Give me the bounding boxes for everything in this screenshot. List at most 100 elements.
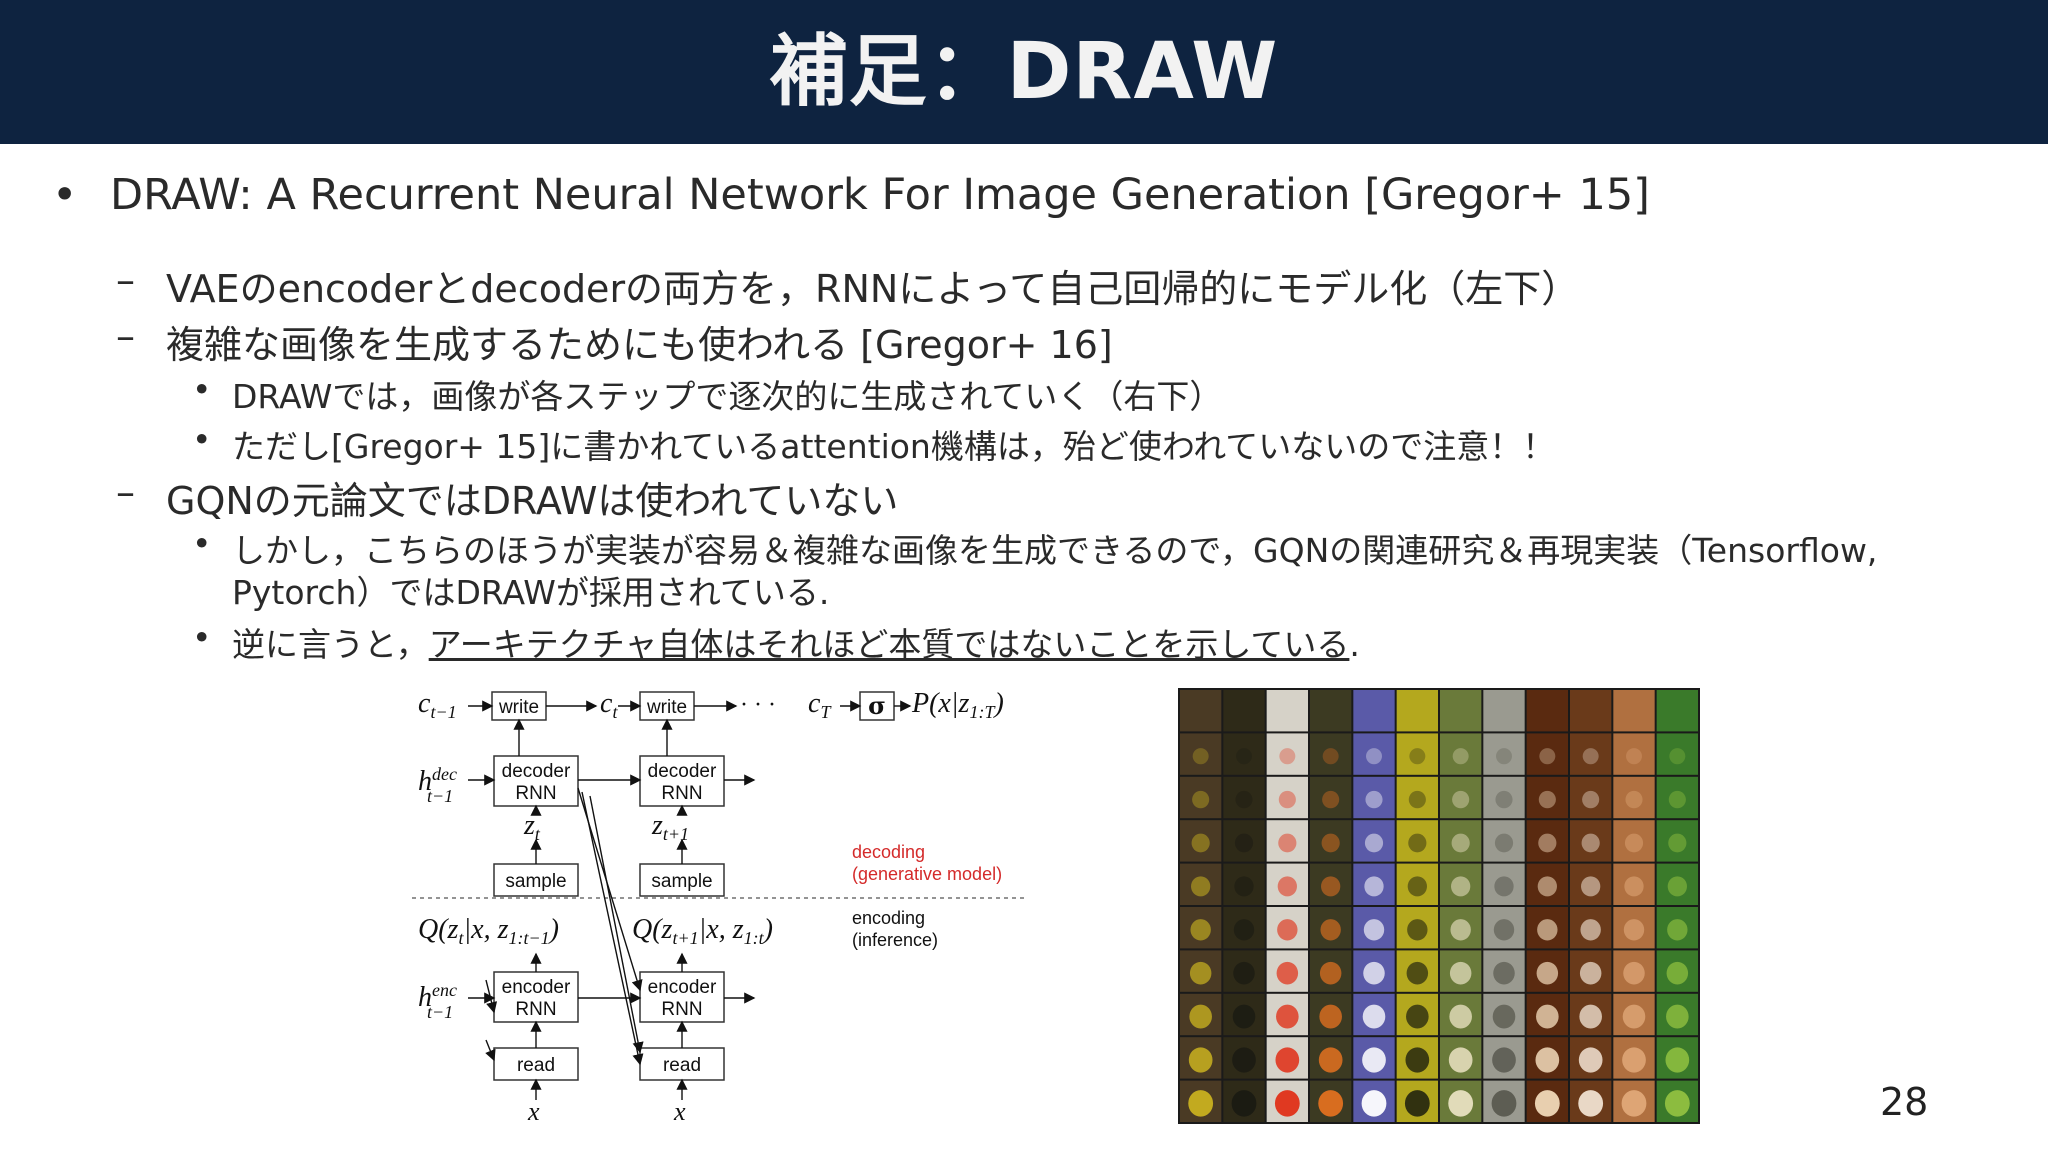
- grid-cell: [1353, 733, 1395, 775]
- sample-box-1: sample: [505, 871, 566, 892]
- grid-cell: [1223, 820, 1265, 862]
- decoder-label-2: decoder: [648, 761, 717, 782]
- grid-cell-object: [1491, 1090, 1517, 1117]
- grid-cell-object: [1362, 1004, 1386, 1029]
- x-input-label-1: x: [527, 1097, 540, 1126]
- grid-cell-object: [1624, 833, 1644, 853]
- grid-cell-object: [1274, 1090, 1300, 1117]
- bullet-text: DRAW: A Recurrent Neural Network For Ima…: [110, 170, 1650, 220]
- grid-cell-object: [1448, 1047, 1473, 1073]
- grid-cell-object: [1366, 748, 1382, 765]
- bullet-text: 逆に言うと，アーキテクチャ自体はそれほど本質ではないことを示している.: [232, 618, 1360, 666]
- grid-cell-object: [1578, 1090, 1604, 1117]
- grid-cell-object: [1667, 919, 1688, 941]
- decoder-rnn-1: RNN: [515, 783, 556, 804]
- grid-cell-object: [1318, 1047, 1343, 1073]
- c-prev-label: ct−1: [418, 688, 457, 722]
- grid-cell-object: [1450, 919, 1471, 941]
- sigma-box: σ: [868, 691, 886, 720]
- grid-cell-object: [1579, 1004, 1602, 1029]
- underlined-text: アーキテクチャ自体はそれほど本質ではないことを示している: [428, 625, 1350, 664]
- grid-cell-object: [1449, 1004, 1472, 1029]
- slide-title: 補足：DRAW: [769, 27, 1279, 117]
- grid-cell-object: [1406, 1004, 1429, 1029]
- page-number: 28: [1880, 1080, 1929, 1124]
- grid-cell-object: [1236, 748, 1252, 765]
- grid-cell: [1440, 820, 1482, 862]
- dash-icon: –: [116, 470, 135, 514]
- grid-cell: [1223, 690, 1265, 732]
- grid-cell: [1570, 820, 1612, 862]
- c-T-label: cT: [808, 688, 832, 722]
- encoder-rnn-1: RNN: [515, 999, 556, 1020]
- grid-cell-object: [1624, 876, 1644, 897]
- grid-cell-object: [1408, 833, 1427, 853]
- grid-cell-object: [1666, 961, 1689, 985]
- grid-cell: [1266, 733, 1308, 775]
- grid-cell: [1223, 776, 1265, 819]
- grid-cell-object: [1277, 876, 1297, 897]
- grid-cell-object: [1622, 1047, 1646, 1073]
- sample-box-2: sample: [651, 871, 712, 892]
- inference-label: (inference): [852, 930, 938, 950]
- grid-cell: [1526, 690, 1568, 732]
- grid-cell-object: [1538, 833, 1557, 853]
- grid-cell: [1656, 820, 1698, 862]
- grid-cell: [1656, 690, 1698, 732]
- grid-cell-object: [1407, 876, 1427, 897]
- grid-cell: [1353, 690, 1395, 732]
- grid-cell-object: [1669, 748, 1686, 765]
- grid-cell: [1613, 690, 1655, 732]
- grid-cell: [1483, 820, 1525, 862]
- encoder-label-1: encoder: [502, 977, 571, 998]
- bullet-text: DRAWでは，画像が各ステップで逐次的に生成されていく（右下）: [232, 377, 1223, 416]
- grid-cell-object: [1192, 790, 1210, 809]
- grid-cell: [1266, 776, 1308, 819]
- grid-cell-object: [1492, 1004, 1516, 1029]
- grid-cell-object: [1580, 919, 1601, 941]
- grid-cell: [1353, 820, 1395, 862]
- grid-cell-object: [1321, 833, 1340, 853]
- grid-cell-object: [1235, 790, 1253, 809]
- grid-cell-object: [1232, 1047, 1256, 1073]
- grid-cell-object: [1407, 919, 1428, 941]
- grid-cell-object: [1493, 919, 1515, 941]
- q2-label: Q(zt+1|x, z1:t): [632, 914, 773, 948]
- bullet-text: VAEのencoderとdecoderの両方を，RNNによって自己回帰的にモデル…: [166, 267, 1580, 311]
- grid-cell-object: [1493, 961, 1515, 985]
- draw-generation-samples-grid: [1178, 688, 1700, 1124]
- bullet-text: GQNの元論文ではDRAWは使われていない: [166, 479, 899, 523]
- encoding-label: encoding: [852, 908, 925, 928]
- grid-cell-object: [1621, 1090, 1647, 1117]
- grid-cell: [1526, 733, 1568, 775]
- grid-cell-object: [1667, 876, 1687, 897]
- grid-cell: [1266, 820, 1308, 862]
- p-output-label: P(x|z1:T): [911, 688, 1004, 722]
- grid-cell-object: [1451, 833, 1470, 853]
- grid-cell-object: [1276, 961, 1299, 985]
- grid-cell-object: [1363, 961, 1385, 985]
- grid-cell: [1180, 690, 1222, 732]
- grid-cell-object: [1534, 1090, 1560, 1117]
- grid-cell-object: [1666, 1004, 1689, 1029]
- bullet-dot-icon: •: [52, 170, 78, 220]
- grid-cell: [1570, 776, 1612, 819]
- grid-cell-object: [1278, 790, 1296, 809]
- grid-cell-object: [1449, 961, 1472, 985]
- grid-cell-object: [1404, 1090, 1430, 1117]
- grid-cell-object: [1234, 833, 1254, 853]
- grid-cell: [1396, 690, 1438, 732]
- grid-cell: [1440, 776, 1482, 819]
- grid-cell-object: [1496, 748, 1512, 765]
- grid-cell-object: [1623, 961, 1645, 985]
- grid-cell: [1310, 690, 1352, 732]
- grid-cell: [1656, 733, 1698, 775]
- grid-cell-object: [1452, 748, 1469, 765]
- grid-cell-object: [1537, 919, 1558, 941]
- grid-cell-object: [1322, 790, 1340, 809]
- grid-cell: [1396, 776, 1438, 819]
- grid-cell-object: [1275, 1047, 1300, 1073]
- grid-cell-object: [1232, 1004, 1256, 1029]
